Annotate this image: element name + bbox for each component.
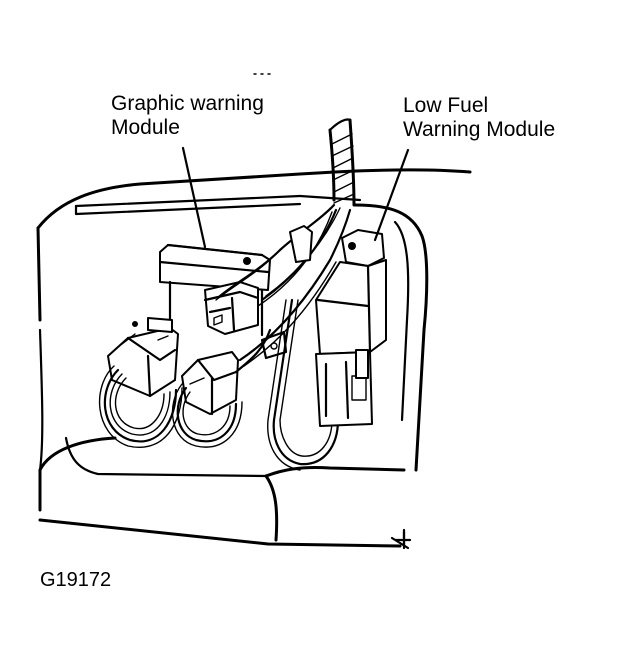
spiral-conduit	[328, 118, 356, 207]
low-fuel-warning-module	[315, 229, 387, 427]
graphic-warning-module-label: Graphic warning Module	[111, 92, 264, 140]
upper-connector	[203, 281, 260, 335]
dashboard-housing	[36, 168, 472, 550]
low-fuel-warning-module-label-line1: Low Fuel	[403, 94, 489, 117]
low-fuel-warning-module-label: Low Fuel Warning Module	[403, 94, 555, 142]
leader-lines	[181, 146, 410, 249]
mounting-bracket	[260, 225, 313, 360]
bottom-mark	[394, 530, 412, 550]
graphic-warning-module-label-line1: Graphic warning	[111, 92, 264, 115]
middle-connector	[181, 351, 239, 416]
left-connector	[107, 317, 179, 398]
low-fuel-warning-module-label-line2: Warning Module	[403, 118, 556, 141]
graphic-warning-module-label-line2: Module	[111, 116, 180, 139]
figure-id: G19172	[40, 569, 112, 591]
